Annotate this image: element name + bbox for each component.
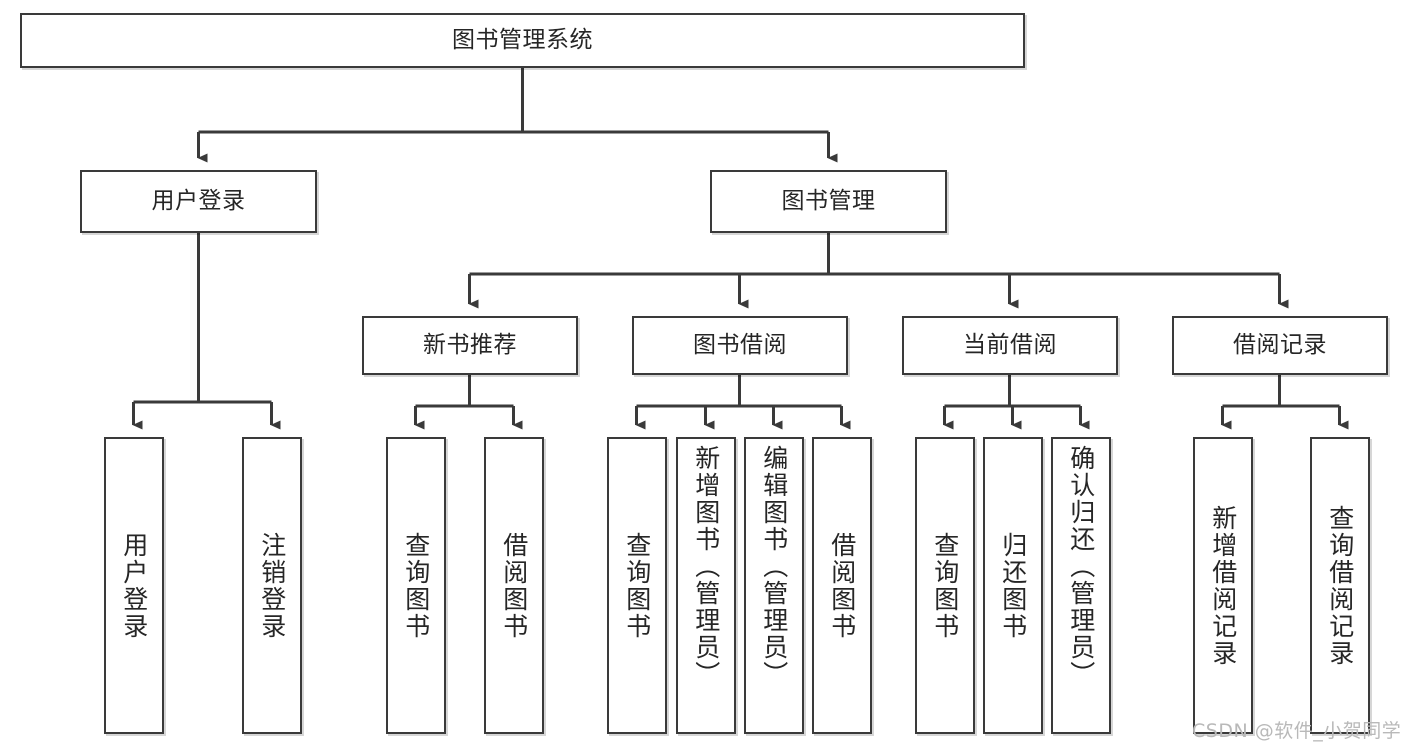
leaf-borrow-query-book[interactable]: 查询图书 [607, 437, 667, 734]
leaf-current-query-book[interactable]: 查询图书 [915, 437, 975, 734]
leaf-borrow-lend-book-label: 借阅图书 [827, 531, 857, 640]
node-root[interactable]: 图书管理系统 [20, 13, 1025, 68]
leaf-newbook-borrow-book[interactable]: 借阅图书 [484, 437, 544, 734]
node-root-label: 图书管理系统 [452, 26, 593, 53]
node-current-borrow[interactable]: 当前借阅 [902, 316, 1118, 375]
leaf-borrow-query-book-label: 查询图书 [622, 531, 652, 640]
leaf-current-confirm-return-admin-label: 确认归还（管理员） [1066, 445, 1096, 688]
node-book-borrow[interactable]: 图书借阅 [632, 316, 848, 375]
leaf-current-query-book-label: 查询图书 [930, 531, 960, 640]
leaf-borrow-add-book-admin[interactable]: 新增图书（管理员） [676, 437, 736, 734]
leaf-borrow-edit-book-admin[interactable]: 编辑图书（管理员） [744, 437, 804, 734]
node-borrow-records-label: 借阅记录 [1233, 331, 1327, 358]
node-user-login[interactable]: 用户登录 [80, 170, 317, 233]
leaf-records-add-record[interactable]: 新增借阅记录 [1193, 437, 1253, 734]
node-book-borrow-label: 图书借阅 [693, 331, 787, 358]
leaf-records-query-record-label: 查询借阅记录 [1325, 504, 1355, 667]
node-new-book-recommend[interactable]: 新书推荐 [362, 316, 578, 375]
leaf-current-return-book-label: 归还图书 [998, 531, 1028, 640]
watermark-text: CSDN @软件_小贺同学 [1192, 720, 1402, 742]
node-book-management-label: 图书管理 [781, 187, 876, 214]
node-user-login-label: 用户登录 [151, 187, 246, 214]
leaf-newbook-borrow-book-label: 借阅图书 [499, 531, 529, 640]
leaf-user-logout-label: 注销登录 [257, 531, 287, 640]
leaf-current-confirm-return-admin[interactable]: 确认归还（管理员） [1051, 437, 1111, 734]
leaf-newbook-query-book[interactable]: 查询图书 [386, 437, 446, 734]
leaf-records-add-record-label: 新增借阅记录 [1208, 504, 1238, 667]
leaf-user-login[interactable]: 用户登录 [104, 437, 164, 734]
leaf-user-logout[interactable]: 注销登录 [242, 437, 302, 734]
leaf-borrow-add-book-admin-label: 新增图书（管理员） [691, 445, 721, 688]
leaf-newbook-query-book-label: 查询图书 [401, 531, 431, 640]
leaf-current-return-book[interactable]: 归还图书 [983, 437, 1043, 734]
leaf-borrow-edit-book-admin-label: 编辑图书（管理员） [759, 445, 789, 688]
leaf-borrow-lend-book[interactable]: 借阅图书 [812, 437, 872, 734]
node-borrow-records[interactable]: 借阅记录 [1172, 316, 1388, 375]
node-current-borrow-label: 当前借阅 [963, 331, 1057, 358]
leaf-records-query-record[interactable]: 查询借阅记录 [1310, 437, 1370, 734]
node-book-management[interactable]: 图书管理 [710, 170, 947, 233]
leaf-user-login-label: 用户登录 [119, 531, 149, 640]
node-new-book-recommend-label: 新书推荐 [423, 331, 517, 358]
